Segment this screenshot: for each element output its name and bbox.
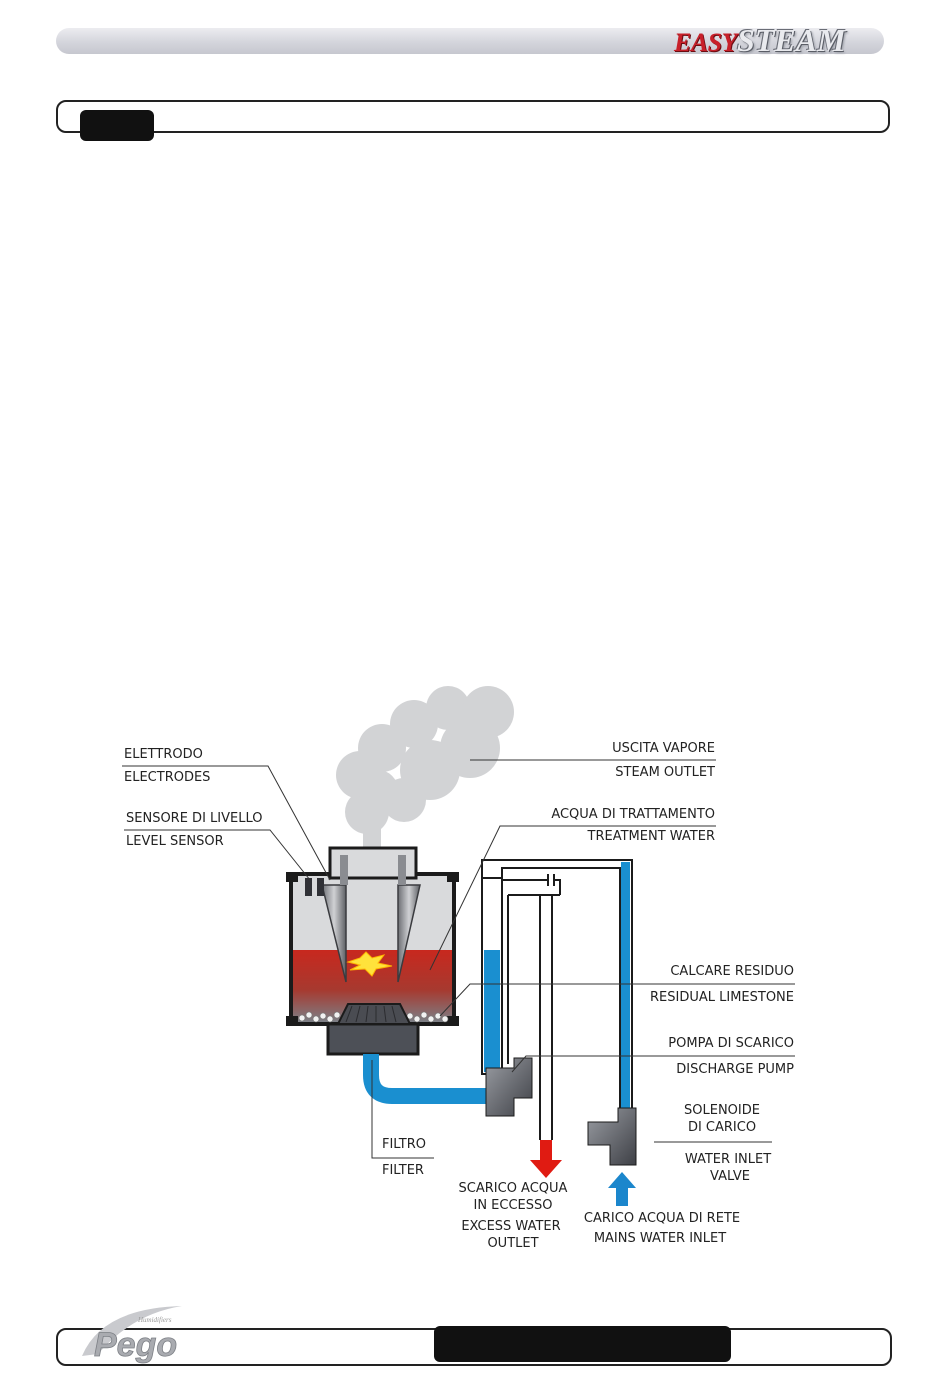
electrodes <box>321 855 421 983</box>
filter <box>336 1003 412 1025</box>
label-electrode-en: ELECTRODES <box>124 770 210 785</box>
pego-logo-sub: Humidifiers <box>137 1316 172 1324</box>
label-electrode-it: ELETTRODO <box>124 747 203 762</box>
mains-inlet-arrow <box>608 1172 636 1206</box>
label-level-sensor-en: LEVEL SENSOR <box>126 834 224 849</box>
label-pump-en: DISCHARGE PUMP <box>676 1062 794 1077</box>
header-bar <box>56 28 884 54</box>
diagram-labels: ELETTRODO ELECTRODES SENSORE DI LIVELLO … <box>124 741 794 1251</box>
level-sensor <box>305 878 312 896</box>
steam-cloud <box>336 686 514 850</box>
brand-easy-text: EASY <box>674 28 738 57</box>
label-solenoid-it-2: DI CARICO <box>688 1120 756 1135</box>
label-pump-it: POMPA DI SCARICO <box>668 1036 794 1051</box>
drain-pipe <box>363 1054 488 1104</box>
label-excess-it-2: IN ECCESSO <box>473 1198 552 1213</box>
footer-page-tab <box>434 1326 731 1362</box>
inlet-solenoid-valve <box>587 1107 637 1166</box>
pego-logo: Humidifiers Pego <box>82 1306 182 1364</box>
label-filter-it: FILTRO <box>382 1137 426 1152</box>
label-excess-en-1: EXCESS WATER <box>461 1219 560 1234</box>
pego-logo-text: Pego <box>94 1326 177 1364</box>
label-excess-en-2: OUTLET <box>487 1236 538 1251</box>
label-steam-outlet-en: STEAM OUTLET <box>615 765 715 780</box>
treatment-water-column <box>481 859 633 1140</box>
section-title-box <box>56 100 890 133</box>
discharge-pump <box>485 1057 533 1117</box>
label-solenoid-en-2: VALVE <box>710 1169 750 1184</box>
level-sensor-2 <box>317 878 324 896</box>
leader-lines <box>122 759 795 1159</box>
label-treatment-water-it: ACQUA DI TRATTAMENTO <box>551 807 715 822</box>
spark <box>346 951 393 977</box>
brand-steam-text: STEAM <box>737 22 846 58</box>
label-filter-en: FILTER <box>382 1163 424 1178</box>
easysteam-logo: EASYSTEAM <box>674 22 884 62</box>
section-number-tab <box>80 110 154 141</box>
label-solenoid-en-1: WATER INLET <box>685 1152 771 1167</box>
label-level-sensor-it: SENSORE DI LIVELLO <box>126 811 262 826</box>
label-limestone-en: RESIDUAL LIMESTONE <box>650 990 794 1005</box>
limestone-pebbles <box>298 1011 449 1023</box>
label-excess-it-1: SCARICO ACQUA <box>459 1181 568 1196</box>
label-mains-it: CARICO ACQUA DI RETE <box>584 1211 740 1226</box>
label-treatment-water-en: TREATMENT WATER <box>587 829 715 844</box>
label-solenoid-it-1: SOLENOIDE <box>684 1103 760 1118</box>
excess-outlet-arrow <box>530 1140 562 1178</box>
label-mains-en: MAINS WATER INLET <box>594 1231 726 1246</box>
humidifier-diagram: ELETTRODO ELECTRODES SENSORE DI LIVELLO … <box>122 686 795 1251</box>
label-limestone-it: CALCARE RESIDUO <box>670 964 794 979</box>
label-steam-outlet-it: USCITA VAPORE <box>612 741 715 756</box>
